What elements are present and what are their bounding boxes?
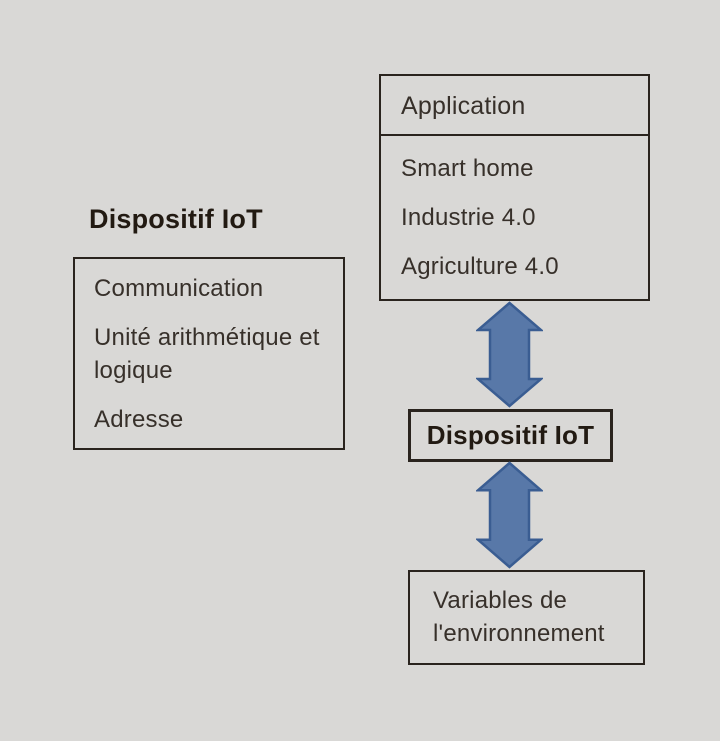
application-box-header: Application: [381, 76, 648, 136]
environment-box: Variables de l'environnement: [408, 570, 645, 665]
application-item-smart-home: Smart home: [401, 155, 534, 182]
application-box-body: Smart home Industrie 4.0 Agriculture 4.0: [381, 136, 648, 283]
double-arrow-icon: [476, 461, 543, 569]
left-device-item-communication: Communication: [94, 275, 264, 302]
left-device-item-alu: Unité arithmétique et logique: [94, 324, 320, 384]
application-box: Application Smart home Industrie 4.0 Agr…: [379, 74, 650, 301]
double-arrow-icon: [476, 301, 543, 408]
left-device-heading: Dispositif IoT: [89, 204, 263, 234]
device-box: Dispositif IoT: [408, 409, 613, 462]
application-item-agriculture: Agriculture 4.0: [401, 253, 559, 280]
application-item-industrie: Industrie 4.0: [401, 204, 536, 231]
left-device-box: Communication Unité arithmétique et logi…: [73, 257, 345, 450]
left-device-item-adresse: Adresse: [94, 406, 184, 433]
environment-box-label: Variables de l'environnement: [433, 587, 605, 647]
